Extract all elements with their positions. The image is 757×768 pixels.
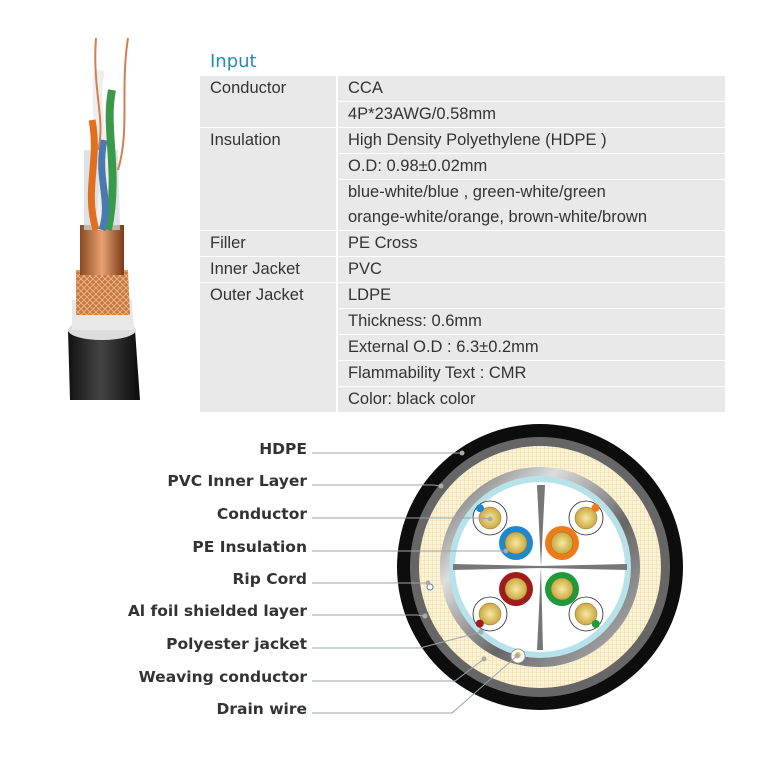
table-row: Thickness: 0.6mm <box>200 308 725 335</box>
table-row: Flammability Text : CMR <box>200 360 725 387</box>
leader-dot <box>514 653 520 659</box>
leader-dot <box>459 450 465 456</box>
diagram-label: HDPE <box>259 440 307 458</box>
row-value: O.D: 0.98±0.02mm <box>337 153 725 180</box>
row-label: Insulation <box>200 127 338 231</box>
leader-dot <box>478 629 484 635</box>
leader-lines <box>312 450 520 714</box>
row-value: PVC <box>337 256 725 283</box>
insulated-conductor <box>499 572 533 606</box>
leader-dot <box>422 613 428 619</box>
leader-line <box>312 614 426 617</box>
diagram-label: Al foil shielded layer <box>128 602 308 620</box>
table-row: Color: black color <box>200 386 725 412</box>
row-value: blue-white/blue , green-white/green orang… <box>337 179 725 231</box>
section-title: Input <box>210 51 257 72</box>
row-label: Filler <box>200 230 338 257</box>
leader-line <box>312 517 491 520</box>
white-striped-conductor <box>472 596 508 632</box>
diagram-label: Weaving conductor <box>139 668 308 686</box>
row-value: LDPE <box>337 282 725 309</box>
table-row: blue-white/blue , green-white/green orang… <box>200 179 725 231</box>
leader-dot <box>438 483 444 489</box>
row-label: Conductor <box>200 75 338 128</box>
row-value: CCA <box>337 75 725 102</box>
leader-dot <box>487 516 493 522</box>
leader-line <box>312 484 442 487</box>
leader-line <box>312 655 518 714</box>
row-value: Color: black color <box>337 386 725 412</box>
table-row: External O.D : 6.3±0.2mm <box>200 334 725 361</box>
row-value-line: orange-white/orange, brown-white/brown <box>348 208 647 226</box>
white-striped-conductor <box>568 500 604 536</box>
diagram-label: Polyester jacket <box>166 635 307 653</box>
leader-line <box>312 658 485 682</box>
leader-dot <box>481 656 487 662</box>
row-value: 4P*23AWG/0.58mm <box>337 101 725 128</box>
row-value: PE Cross <box>337 230 725 257</box>
white-striped-conductor <box>568 596 604 632</box>
diagram-label: PE Insulation <box>192 538 307 556</box>
diagram-label: Conductor <box>217 505 307 523</box>
cable-cross-section <box>397 424 683 710</box>
diagram-label: Drain wire <box>216 700 307 718</box>
leader-line <box>312 631 482 649</box>
table-row: 4P*23AWG/0.58mm <box>200 101 725 128</box>
row-value: Thickness: 0.6mm <box>337 308 725 335</box>
row-label: Inner Jacket <box>200 256 338 283</box>
insulated-conductor <box>545 526 579 560</box>
leader-dot <box>503 548 509 554</box>
insulated-conductor <box>545 572 579 606</box>
row-value-line: blue-white/blue , green-white/green <box>348 183 606 201</box>
row-value: External O.D : 6.3±0.2mm <box>337 334 725 361</box>
diagram-label: Rip Cord <box>232 570 307 588</box>
insulated-conductor <box>499 526 533 560</box>
row-value: Flammability Text : CMR <box>337 360 725 387</box>
leader-dot <box>425 580 431 586</box>
table-row: O.D: 0.98±0.02mm <box>200 153 725 180</box>
cable-photo <box>68 37 140 400</box>
row-label: Outer Jacket <box>200 282 338 412</box>
row-value: High Density Polyethylene (HDPE ) <box>337 127 725 154</box>
twisted-pairs <box>472 500 604 632</box>
diagram-label: PVC Inner Layer <box>167 472 307 490</box>
